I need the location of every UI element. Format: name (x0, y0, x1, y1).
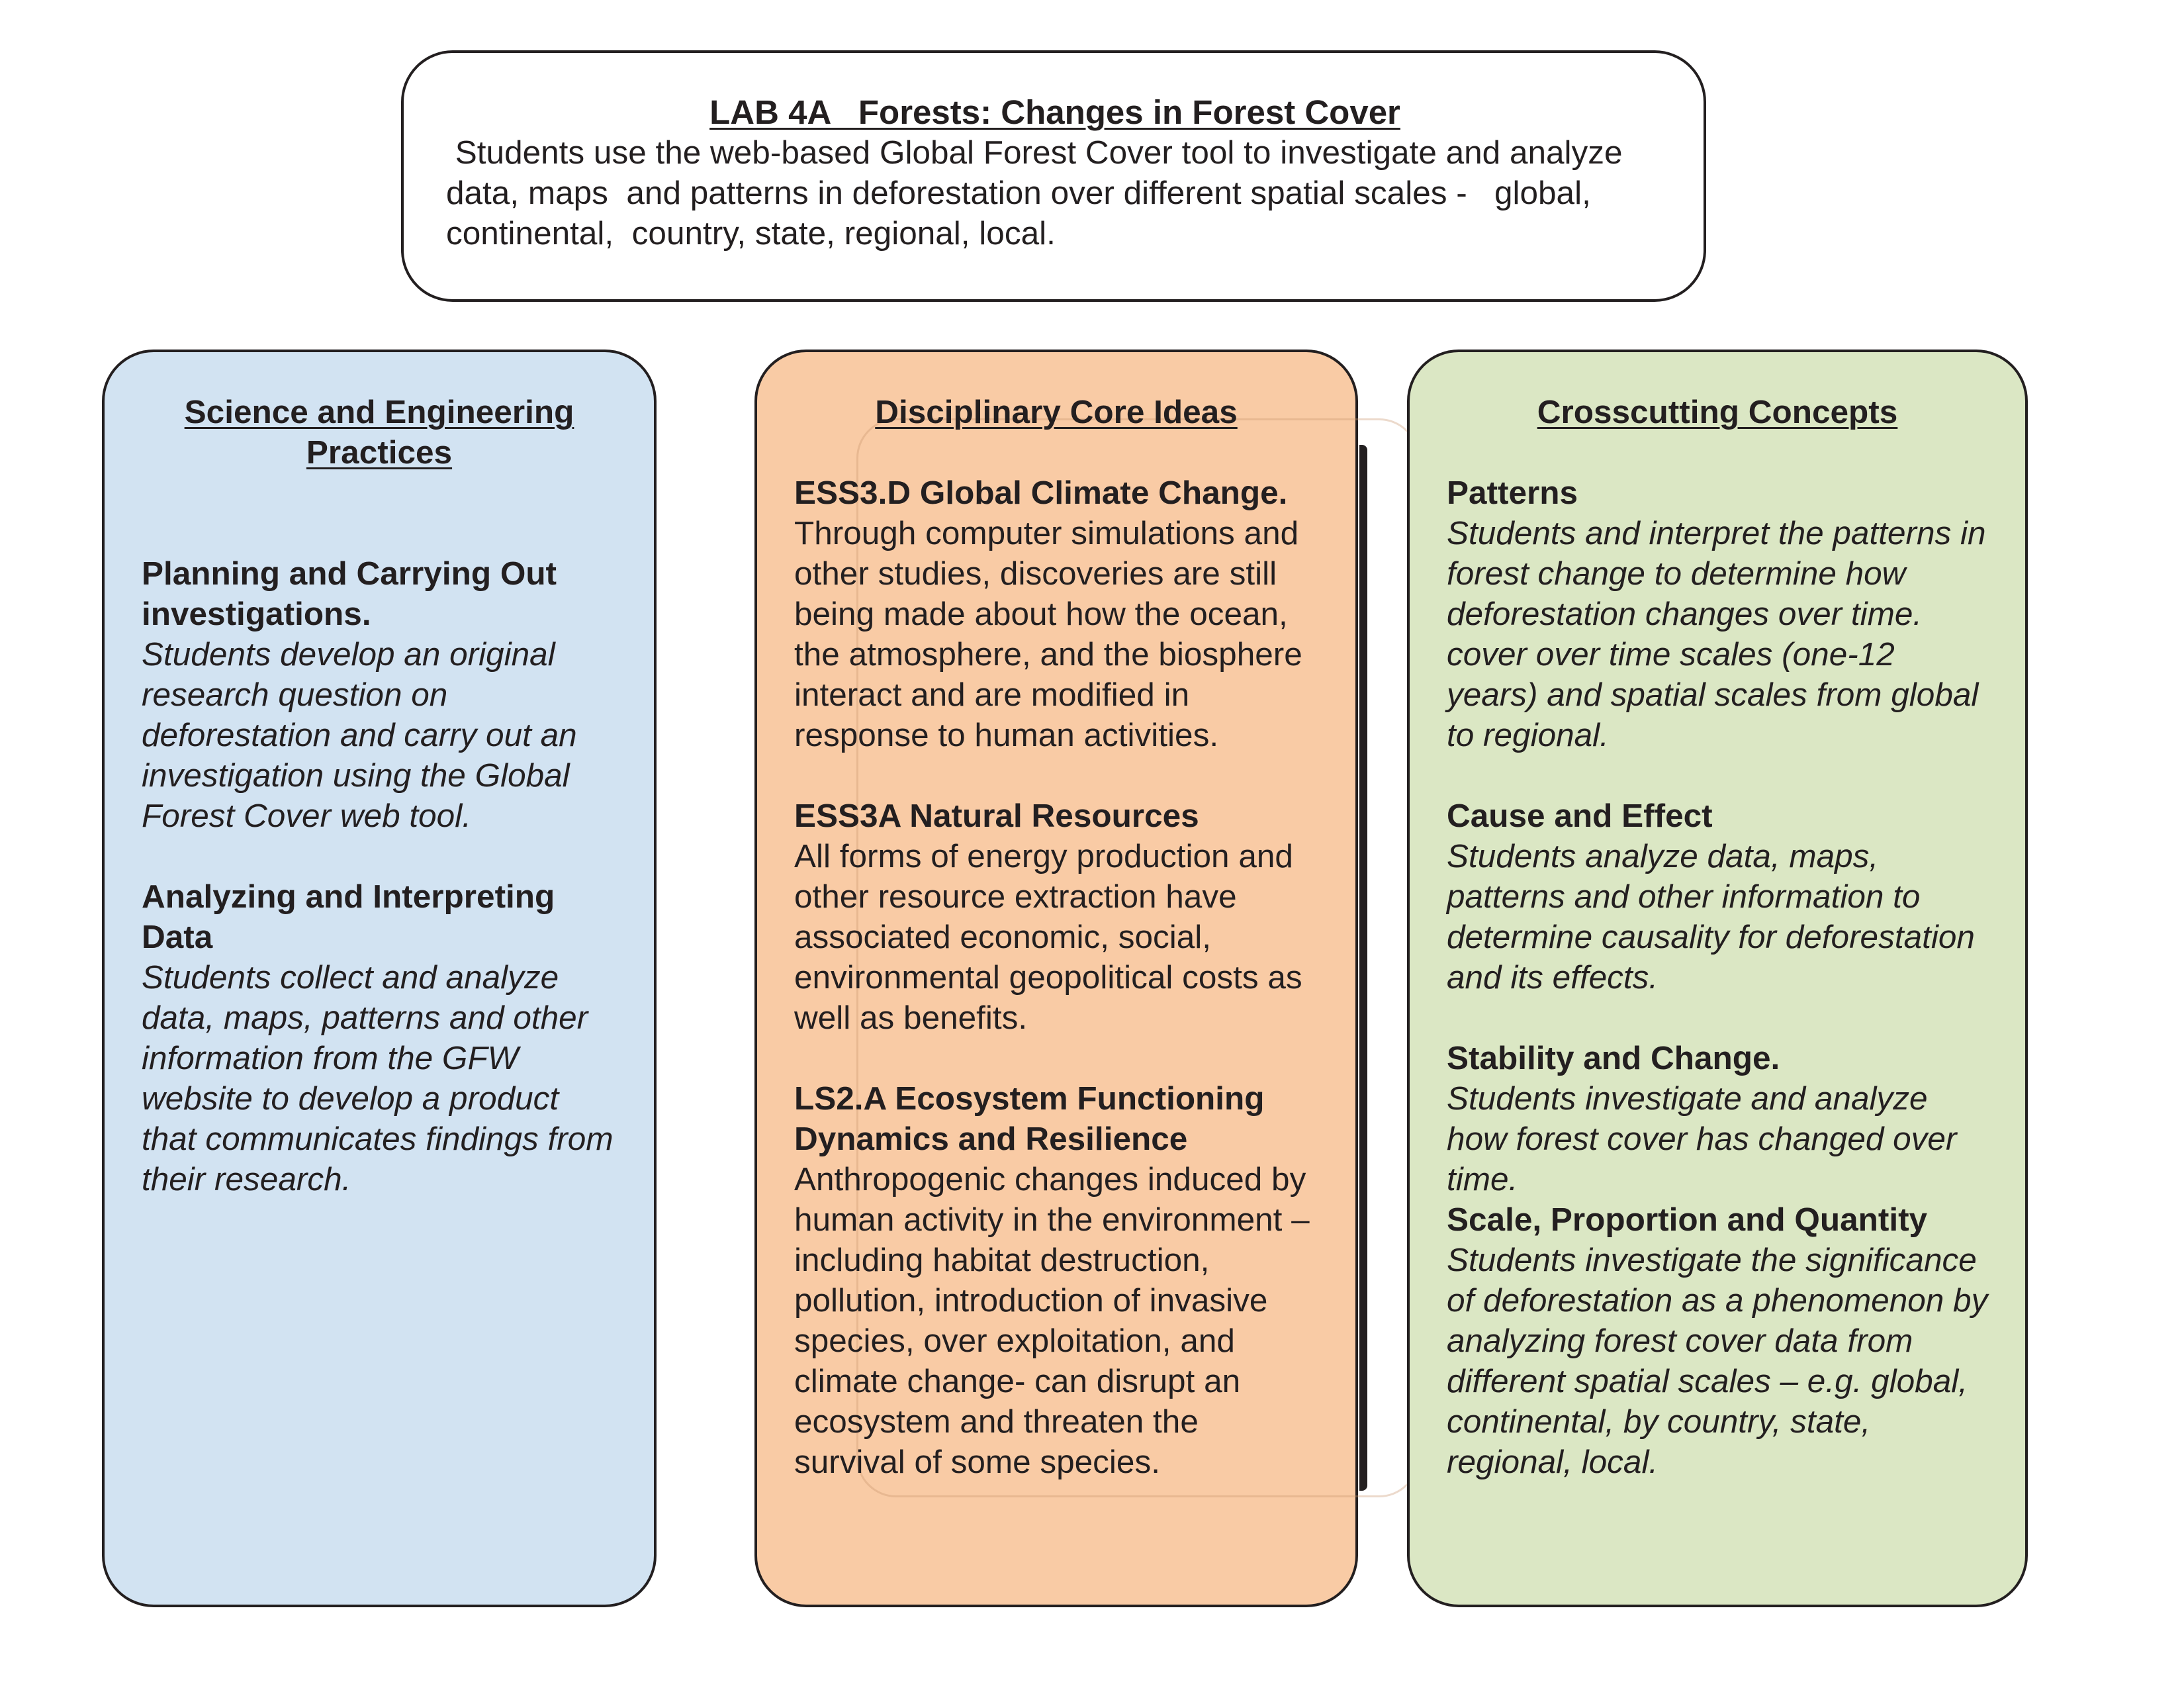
lab-title: LAB 4A Forests: Changes in Forest Cover (709, 93, 1400, 131)
core-idea-title: ESS3.D Global Climate Change. (794, 475, 1288, 511)
concept-description: Students investigate the significance of… (1447, 1242, 1988, 1480)
concept-item: Scale, Proportion and Quantity Students … (1447, 1199, 1988, 1482)
concept-item: Patterns Students and interpret the patt… (1447, 473, 1988, 755)
concept-description: Students analyze data, maps, patterns an… (1447, 838, 1975, 996)
concept-title: Stability and Change. (1447, 1040, 1780, 1076)
concept-title: Scale, Proportion and Quantity (1447, 1201, 1928, 1238)
core-idea-item: ESS3.D Global Climate Change. Through co… (794, 473, 1318, 755)
practices-heading: Science and Engineering Practices (184, 394, 574, 471)
practice-title: Analyzing and Interpreting Data (142, 878, 555, 955)
core-idea-description: All forms of energy production and other… (794, 838, 1302, 1036)
core-idea-item: ESS3A Natural Resources All forms of ene… (794, 796, 1318, 1038)
practices-list: Planning and Carrying Out investigations… (142, 553, 617, 1199)
core-ideas-box: Disciplinary Core Ideas ESS3.D Global Cl… (754, 350, 1419, 1607)
background-shadow-edge (1359, 445, 1367, 1491)
practice-description: Students collect and analyze data, maps,… (142, 959, 614, 1197)
concept-title: Cause and Effect (1447, 798, 1713, 834)
lab-title-box: LAB 4A Forests: Changes in Forest Cover … (401, 50, 1706, 302)
lab-description: Students use the web-based Global Forest… (446, 134, 1623, 252)
core-idea-description: Through computer simulations and other s… (794, 515, 1302, 753)
concept-description: Students and interpret the patterns in f… (1447, 515, 1986, 753)
core-idea-item: LS2.A Ecosystem Functioning Dynamics and… (794, 1078, 1318, 1482)
practices-box: Science and Engineering Practices Planni… (102, 350, 657, 1607)
core-idea-title: LS2.A Ecosystem Functioning Dynamics and… (794, 1080, 1265, 1157)
crosscutting-heading: Crosscutting Concepts (1537, 394, 1898, 430)
crosscutting-box: Crosscutting Concepts Patterns Students … (1407, 350, 2028, 1607)
practice-item: Analyzing and Interpreting Data Students… (142, 876, 617, 1199)
core-ideas-list: ESS3.D Global Climate Change. Through co… (794, 473, 1318, 1482)
practice-title: Planning and Carrying Out investigations… (142, 555, 557, 632)
concept-item: Stability and Change. Students investiga… (1447, 1038, 1988, 1199)
core-idea-description: Anthropogenic changes induced by human a… (794, 1161, 1310, 1480)
core-idea-title: ESS3A Natural Resources (794, 798, 1199, 834)
concept-item: Cause and Effect Students analyze data, … (1447, 796, 1988, 998)
practice-item: Planning and Carrying Out investigations… (142, 553, 617, 836)
concept-description: Students investigate and analyze how for… (1447, 1080, 1957, 1197)
practice-description: Students develop an original research qu… (142, 636, 577, 834)
concept-title: Patterns (1447, 475, 1578, 511)
crosscutting-list: Patterns Students and interpret the patt… (1447, 473, 1988, 1482)
core-ideas-heading: Disciplinary Core Ideas (875, 394, 1238, 430)
